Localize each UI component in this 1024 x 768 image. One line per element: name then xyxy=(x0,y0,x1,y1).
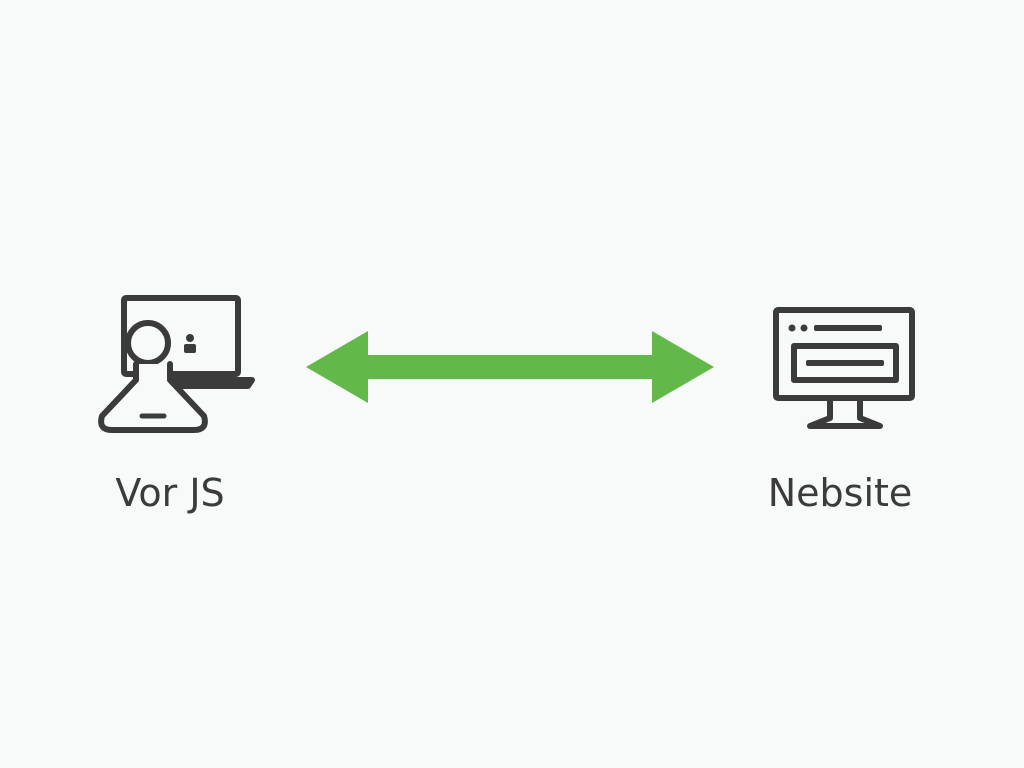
right-node-label: Nebsite xyxy=(767,471,913,515)
left-node-label: Vor JS xyxy=(115,471,225,515)
user-laptop-icon xyxy=(98,295,255,433)
website-monitor-icon xyxy=(773,307,915,429)
bidirectional-arrow xyxy=(306,331,714,403)
